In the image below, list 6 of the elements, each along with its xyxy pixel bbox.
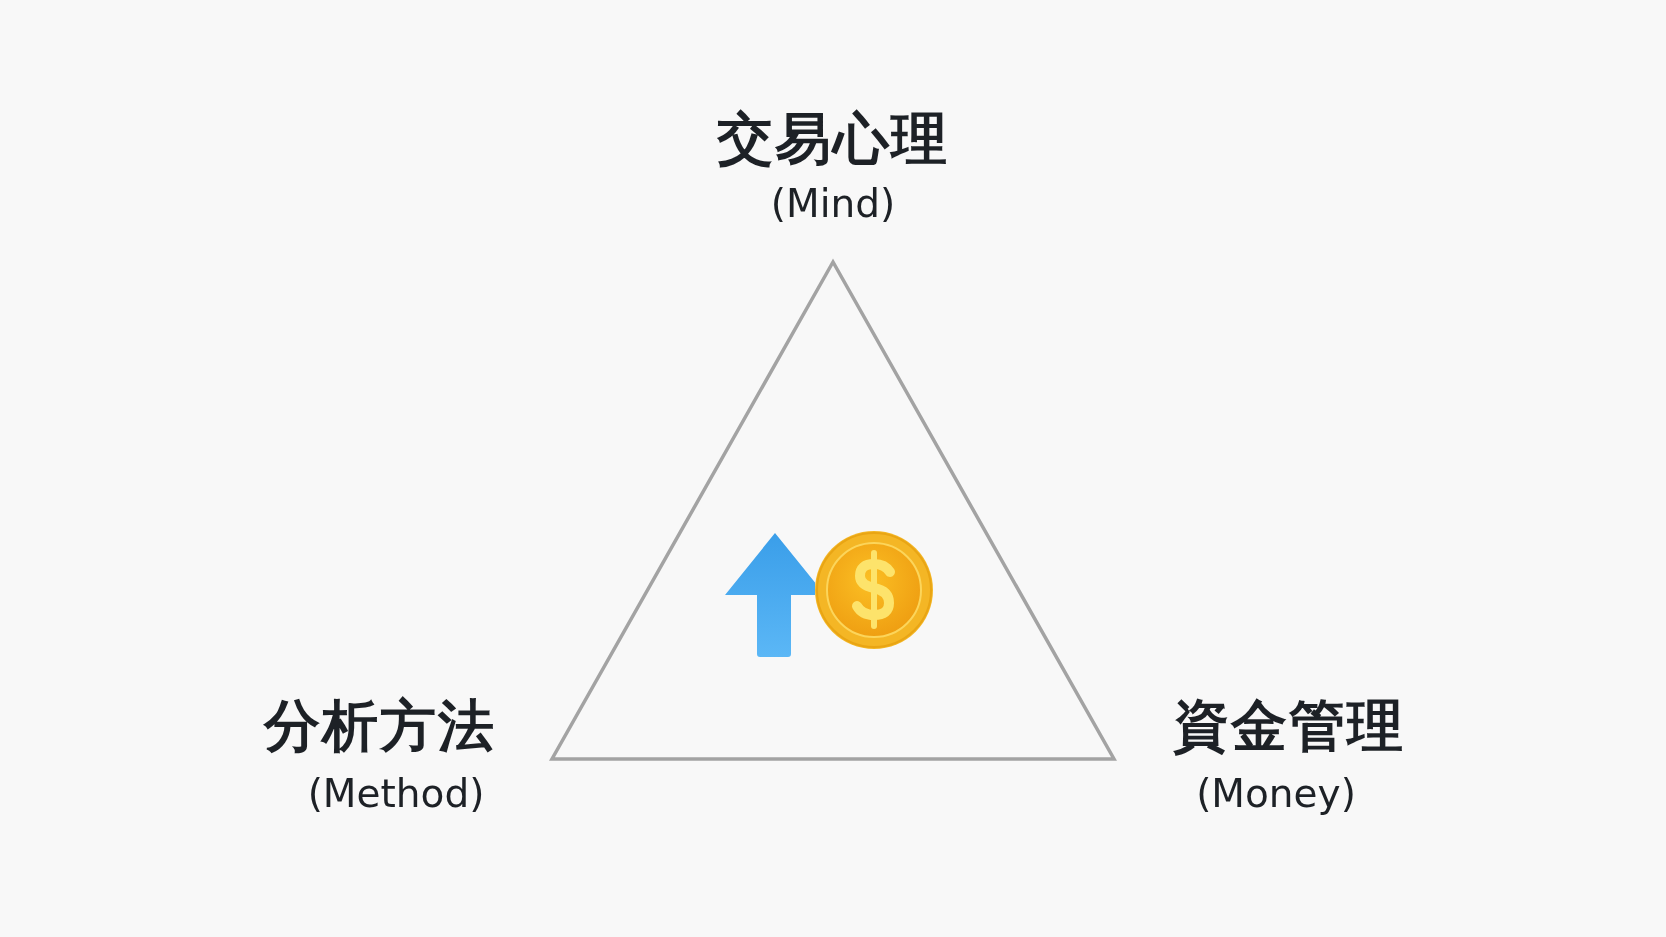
subtitle-text: (Method): [307, 773, 485, 816]
heading-text: 分析方法: [264, 695, 496, 757]
subtitle-text: (Mind): [770, 183, 896, 226]
subtitle-text: (Money): [1196, 773, 1356, 816]
heading-text: 交易心理: [717, 108, 949, 170]
heading-text: 資金管理: [1173, 695, 1405, 757]
